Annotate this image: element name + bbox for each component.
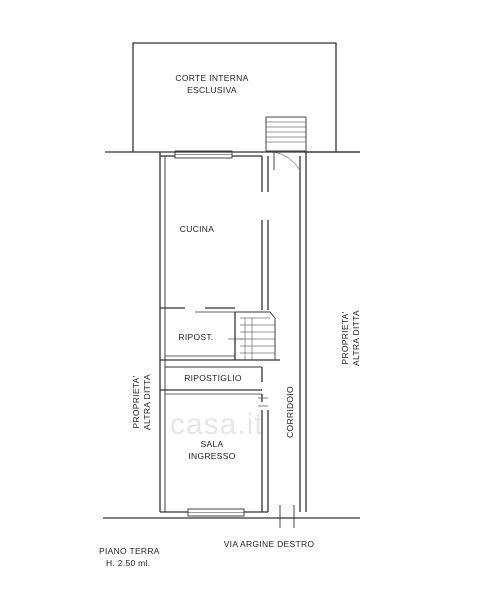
watermark: casa.it: [170, 408, 264, 441]
neighbor-label-left-2: ALTRA DITTA: [142, 374, 152, 430]
room-label-ripost: RIPOST.: [178, 332, 213, 342]
room-label-ripostiglio: RIPOSTIGLIO: [184, 373, 242, 383]
street-label: VIA ARGINE DESTRO: [224, 539, 315, 549]
courtyard-wall: [132, 42, 337, 152]
room-label-corte-2: ESCLUSIVA: [187, 85, 237, 95]
room-label-cucina: CUCINA: [180, 224, 214, 234]
room-label-sala: SALA: [201, 439, 224, 449]
internal-stair: [235, 311, 276, 361]
floor-label: PIANO TERRA: [99, 546, 160, 556]
external-stair: [265, 116, 307, 152]
room-label-corridoio: CORRIDOIO: [285, 386, 295, 438]
neighbor-label-right-2: ALTRA DITTA: [351, 310, 361, 366]
neighbor-label-left-1: PROPRIETA': [131, 375, 141, 428]
height-label: H. 2.50 ml.: [106, 558, 151, 568]
neighbor-label-right-1: PROPRIETA': [340, 311, 350, 364]
room-label-ingresso: INGRESSO: [188, 451, 235, 461]
room-label-corte: CORTE INTERNA: [175, 73, 248, 83]
